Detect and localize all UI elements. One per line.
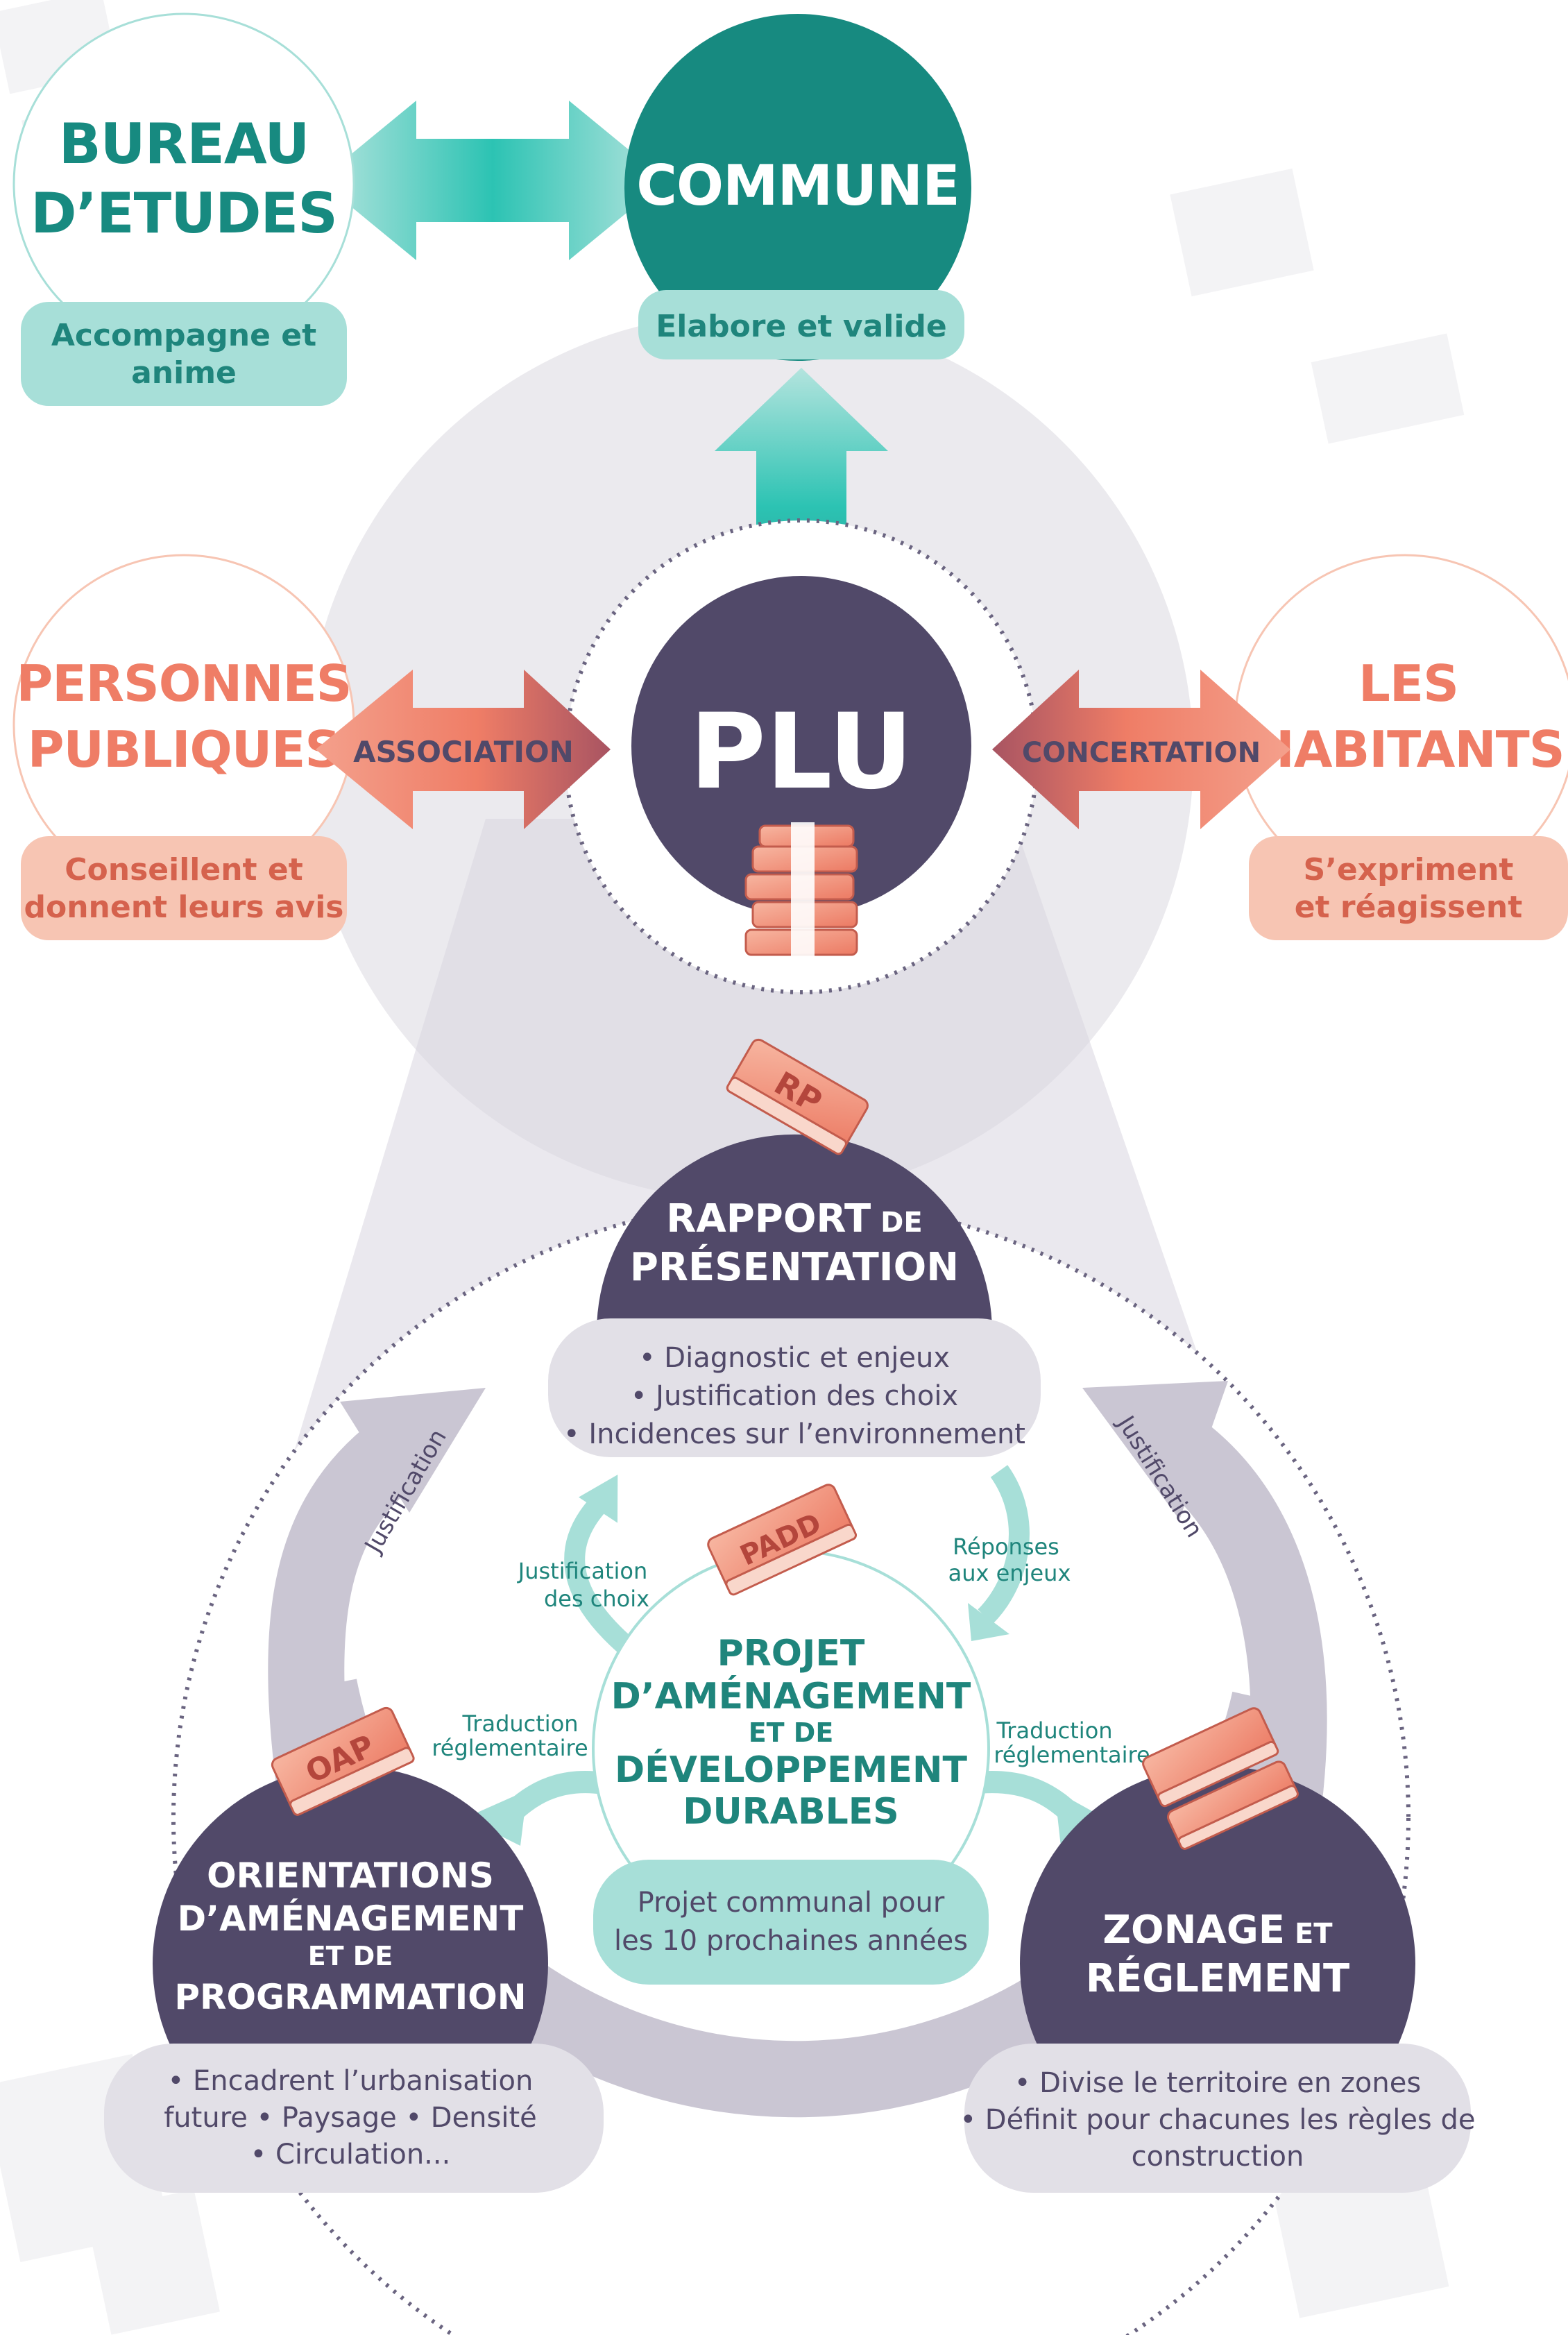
concertation-label: CONCERTATION	[1022, 737, 1261, 769]
padd-title-2: D’AMÉNAGEMENT	[611, 1675, 971, 1717]
padd-title-4: DÉVELOPPEMENT	[615, 1749, 967, 1791]
trad-right-2: réglementaire	[994, 1742, 1150, 1768]
zonage-desc-1: • Divise le territoire en zones	[1014, 2067, 1421, 2099]
arrow-justif-choix-head	[579, 1475, 618, 1523]
plu-circle	[631, 576, 971, 916]
rp-title-1: RAPPORT DE	[666, 1196, 922, 1241]
habitants-role-pill	[1249, 836, 1568, 940]
bureau-title-2: D’ETUDES	[31, 181, 337, 246]
padd-title-5: DURABLES	[683, 1791, 898, 1833]
oap-title-3: ET DE	[308, 1941, 393, 1971]
rp-bullet-3: • Incidences sur l’environnement	[563, 1418, 1025, 1450]
habitants-title-2: HABITANTS	[1252, 720, 1564, 779]
association-label: ASSOCIATION	[353, 735, 574, 769]
rp-bullets-pill	[548, 1318, 1041, 1457]
zonage-book-icon	[1142, 1707, 1299, 1850]
padd-desc-1: Projet communal pour	[638, 1887, 945, 1919]
padd-book-icon	[707, 1484, 858, 1596]
habitants-role-2: et réagissent	[1295, 890, 1523, 925]
trad-right-1: Traduction	[996, 1717, 1112, 1744]
arrow-association	[316, 670, 611, 829]
personnes-role-1: Conseillent et	[65, 852, 303, 888]
oap-title-4: PROGRAMMATION	[174, 1977, 526, 2017]
arrow-bureau-commune	[319, 101, 666, 260]
habitants-role-1: S’expriment	[1304, 852, 1514, 888]
zonage-desc-3: construction	[1132, 2141, 1304, 2173]
padd-desc-pill	[593, 1860, 989, 1985]
trad-left-2: réglementaire	[432, 1735, 588, 1761]
bureau-role-pill	[21, 302, 347, 406]
arrow-justif-choix	[564, 1491, 631, 1653]
justification-left-arrowhead	[340, 1388, 486, 1513]
bureau-role-2: anime	[131, 355, 237, 391]
arrow-concertation	[992, 670, 1290, 829]
rp-title-2: PRÉSENTATION	[630, 1244, 959, 1290]
personnes-role-pill	[21, 836, 347, 940]
oap-desc-3: • Circulation...	[250, 2139, 451, 2171]
plu-books-icon	[744, 822, 858, 958]
personnes-title-1: PERSONNES	[16, 654, 351, 713]
personnes-title-2: PUBLIQUES	[28, 720, 341, 779]
justification-right-arrowhead	[1082, 1381, 1228, 1520]
commune-title: COMMUNE	[636, 153, 960, 218]
zonage-desc-pill	[964, 2044, 1471, 2193]
arrow-reponses-head	[968, 1603, 1009, 1641]
bureau-title-1: BUREAU	[59, 112, 309, 176]
oap-desc-pill	[104, 2044, 604, 2193]
plu-title: PLU	[690, 692, 913, 813]
rp-circle	[596, 1134, 992, 1332]
oap-desc-1: • Encadrent l’urbanisation	[168, 2065, 534, 2097]
oap-title-1: ORIENTATIONS	[207, 1856, 494, 1896]
justif-choix-2: des choix	[544, 1586, 649, 1612]
personnes-role-2: donnent leurs avis	[24, 890, 344, 925]
rp-bullet-1: • Diagnostic et enjeux	[639, 1342, 950, 1374]
commune-circle	[624, 14, 971, 361]
justif-choix-1: Justification	[517, 1558, 647, 1584]
cycle-ring-right-up	[1156, 1420, 1327, 1809]
habitants-title-1: LES	[1358, 654, 1458, 713]
zonage-title-1: ZONAGE ET	[1102, 1908, 1333, 1953]
bureau-role-1: Accompagne et	[51, 318, 316, 353]
reponses-1: Réponses	[953, 1534, 1059, 1560]
padd-title-1: PROJET	[717, 1633, 865, 1674]
arrow-reponses	[978, 1465, 1030, 1624]
zonage-title-2: RÉGLEMENT	[1086, 1955, 1349, 2001]
reponses-2: aux enjeux	[948, 1560, 1071, 1586]
rp-book-icon	[726, 1038, 869, 1155]
zonage-desc-2: • Définit pour chacunes les règles de	[960, 2104, 1476, 2136]
oap-title-2: D’AMÉNAGEMENT	[178, 1898, 524, 1939]
commune-role: Elabore et valide	[656, 309, 946, 344]
commune-role-pill	[638, 290, 964, 359]
arrow-trad-left-head	[465, 1790, 527, 1846]
oap-desc-2: future • Paysage • Densité	[164, 2102, 537, 2134]
oap-book-icon	[271, 1706, 415, 1816]
padd-title-3: ET DE	[749, 1717, 834, 1748]
rp-bullet-2: • Justification des choix	[631, 1380, 958, 1412]
trad-left-1: Traduction	[461, 1710, 578, 1737]
padd-desc-2: les 10 prochaines années	[614, 1925, 968, 1957]
